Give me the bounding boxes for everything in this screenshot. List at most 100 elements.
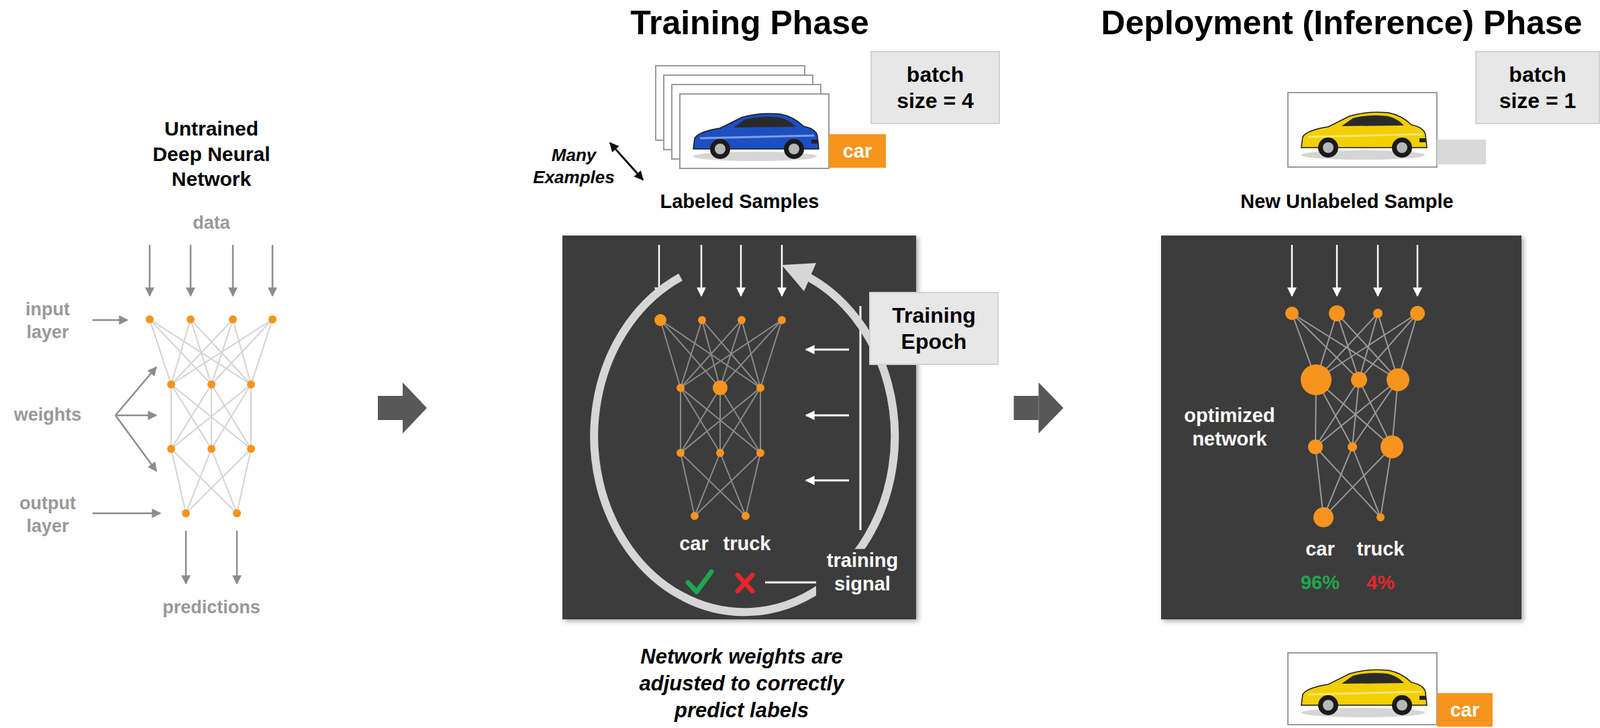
panel-text: training signal	[816, 548, 909, 596]
figure-heading: Untrained Deep Neural Network	[140, 116, 282, 192]
network-neurons	[712, 380, 728, 396]
sample-photo	[1301, 112, 1427, 160]
network-neurons	[145, 315, 277, 518]
sample-heading: New Unlabeled Sample	[1240, 189, 1454, 214]
annotation: Many Examples	[528, 144, 620, 188]
box-text: Training Epoch	[880, 302, 988, 355]
network-weights	[236, 448, 252, 514]
panel-text: truck	[1354, 537, 1408, 562]
network-weights	[171, 384, 212, 449]
network-weights	[660, 320, 681, 388]
network-neurons	[654, 314, 786, 521]
network-weights	[745, 453, 761, 517]
weights-label: weights	[14, 404, 82, 427]
network-weights	[1315, 446, 1381, 518]
panel-text: car	[1302, 537, 1338, 562]
double-arrow	[610, 142, 643, 180]
network-weights	[694, 453, 761, 517]
network-weights	[680, 387, 721, 454]
network-neurons	[207, 444, 216, 454]
network-neurons	[676, 383, 685, 392]
flow-arrow	[806, 348, 849, 352]
flow-arrow	[740, 244, 743, 296]
network-weights	[149, 319, 172, 385]
flow-arrow	[781, 244, 784, 296]
connector-group	[916, 382, 1162, 434]
network-weights	[680, 453, 746, 517]
photo-stack	[679, 93, 829, 169]
box-text: batch size = 1	[1487, 61, 1588, 114]
network-weights	[1359, 313, 1418, 380]
network-weights	[680, 387, 761, 454]
network-weights	[680, 453, 695, 517]
network-neurons	[207, 380, 216, 389]
network-panel: optimized network car truck 96% 4%	[1161, 235, 1522, 620]
tag-text: car	[1450, 698, 1480, 723]
network-neurons	[676, 448, 685, 458]
tag-text: car	[842, 139, 873, 164]
network-neurons	[1285, 306, 1299, 321]
network-neurons	[1386, 368, 1410, 392]
network-panel: cartrucktraining signal	[562, 235, 917, 620]
network-weights	[1352, 446, 1381, 518]
flow-arrow	[1291, 244, 1418, 296]
check-mark	[687, 571, 712, 592]
network-neurons	[1347, 442, 1358, 452]
arrowhead	[1038, 382, 1064, 434]
flow-arrow	[232, 244, 235, 296]
network-neurons	[246, 380, 256, 389]
phase-heading: Deployment (Inference) Phase	[1101, 2, 1583, 45]
panel-text: car	[676, 532, 712, 556]
network-weights	[759, 387, 762, 454]
network-weights	[185, 448, 212, 514]
flow-arrow	[1377, 244, 1380, 296]
network-weights	[251, 319, 273, 385]
photo-stack	[693, 113, 819, 162]
network-weights	[1323, 446, 1353, 518]
panel-text: 4%	[1363, 571, 1398, 595]
predictions-label: predictions	[162, 596, 261, 620]
network-weights	[171, 319, 273, 385]
network-weights	[211, 384, 252, 449]
network-weights	[1315, 379, 1398, 447]
network-weights	[149, 319, 273, 514]
network-weights	[171, 448, 186, 514]
network-neurons	[1376, 513, 1385, 522]
block-arrow	[377, 382, 427, 434]
flow-arrow	[1336, 244, 1339, 296]
network-weights	[171, 384, 252, 449]
flow-arrow	[115, 367, 157, 416]
network-weights	[170, 384, 172, 449]
training-signal-lines	[765, 581, 821, 584]
panel-text: 96%	[1297, 571, 1343, 595]
training-signal-lines	[859, 306, 862, 531]
network-weights	[720, 453, 746, 517]
network-weights	[720, 387, 761, 454]
network-weights	[660, 320, 761, 388]
flow-arrow	[236, 530, 239, 584]
data-label: data	[192, 212, 231, 235]
flow-arrow	[92, 512, 161, 515]
sample-photo	[1436, 139, 1486, 165]
flow-arrow	[185, 530, 188, 584]
network-neurons	[716, 448, 725, 458]
panel-caption: Network weights are adjusted to correctl…	[614, 643, 870, 725]
block-arrow	[377, 382, 427, 434]
flow-arrow	[115, 415, 157, 472]
panel-text: optimized network	[1176, 404, 1283, 452]
network-weights	[1323, 446, 1392, 518]
network-weights	[680, 320, 742, 388]
network-neurons	[167, 444, 176, 454]
network-weights	[694, 453, 721, 517]
network-weights	[149, 319, 252, 385]
network-weights	[680, 320, 703, 388]
network-neurons	[145, 315, 154, 324]
network-neurons	[1410, 306, 1425, 321]
flow-arrow	[700, 244, 703, 296]
network-neurons	[756, 448, 765, 458]
network-weights	[680, 387, 721, 454]
network-neurons	[1285, 305, 1425, 528]
network-weights	[185, 448, 252, 514]
network-neurons	[268, 315, 277, 324]
network-neurons	[741, 512, 750, 521]
